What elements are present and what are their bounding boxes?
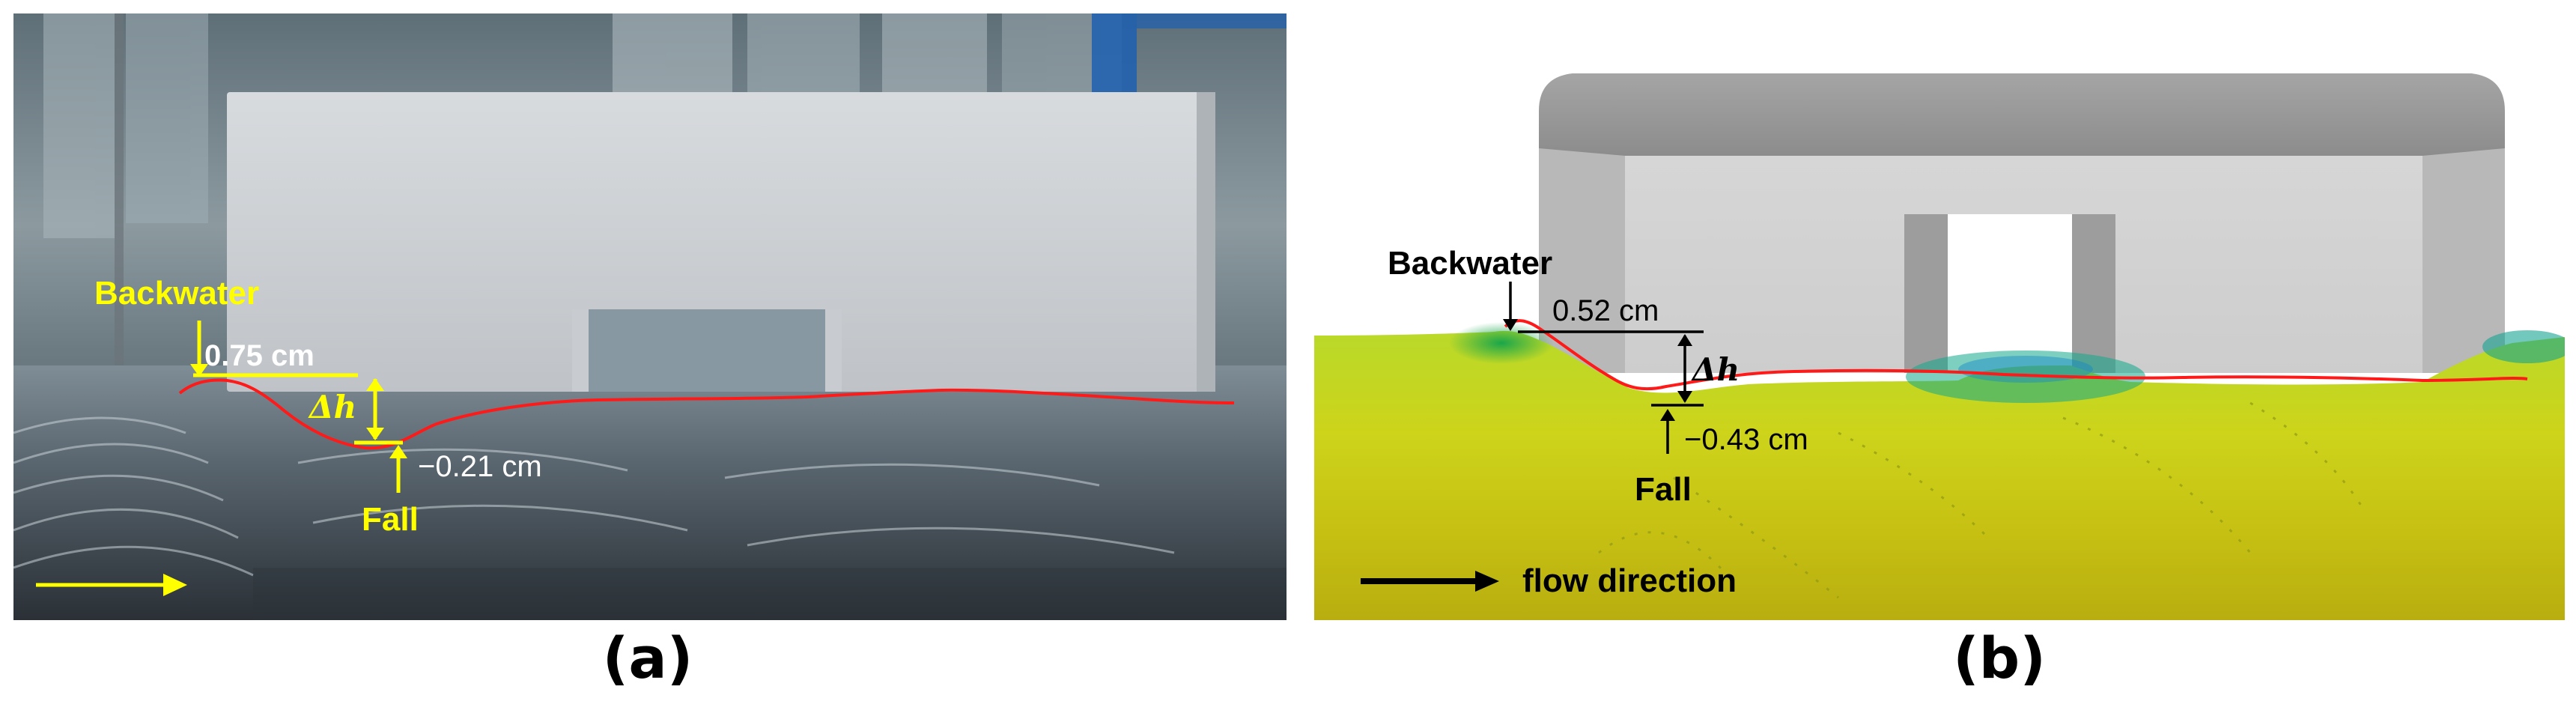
caption-a: (a) (602, 625, 693, 691)
annotation-b (1361, 282, 1704, 592)
fall-value: −0.43 cm (1684, 423, 1808, 456)
surface-streaks (1598, 401, 2364, 599)
water-surface-profile (1504, 319, 2528, 391)
fall-label: Fall (1635, 471, 1692, 508)
fall-value: −0.21 cm (418, 450, 542, 483)
water-surface (13, 365, 1287, 620)
pier-top (1539, 73, 2505, 156)
delta-h-label: Δh (308, 389, 356, 425)
annotation-a (36, 321, 407, 596)
flow-direction-label: flow direction (1522, 562, 1737, 599)
panel-b-simulation: Backwater 0.52 cm Δh −0.43 cm Fall flow … (1314, 13, 2565, 620)
backwater-value: 0.52 cm (1552, 294, 1659, 327)
ripples (13, 416, 1175, 577)
backwater-label: Backwater (1388, 245, 1552, 282)
panel-a-photo: Backwater 0.75 cm Δh −0.21 cm Fall (13, 13, 1287, 620)
model-block (227, 92, 1208, 392)
backwater-value: 0.75 cm (204, 339, 315, 372)
backwater-label: Backwater (94, 275, 259, 312)
fall-label: Fall (362, 501, 419, 538)
caption-b: (b) (1953, 625, 2046, 691)
delta-h-label: Δh (1691, 351, 1740, 388)
water-surface-profile (178, 378, 1235, 450)
photo-canvas: Backwater 0.75 cm Δh −0.21 cm Fall (13, 13, 1287, 620)
simulation-canvas: Backwater 0.52 cm Δh −0.43 cm Fall flow … (1314, 13, 2565, 620)
